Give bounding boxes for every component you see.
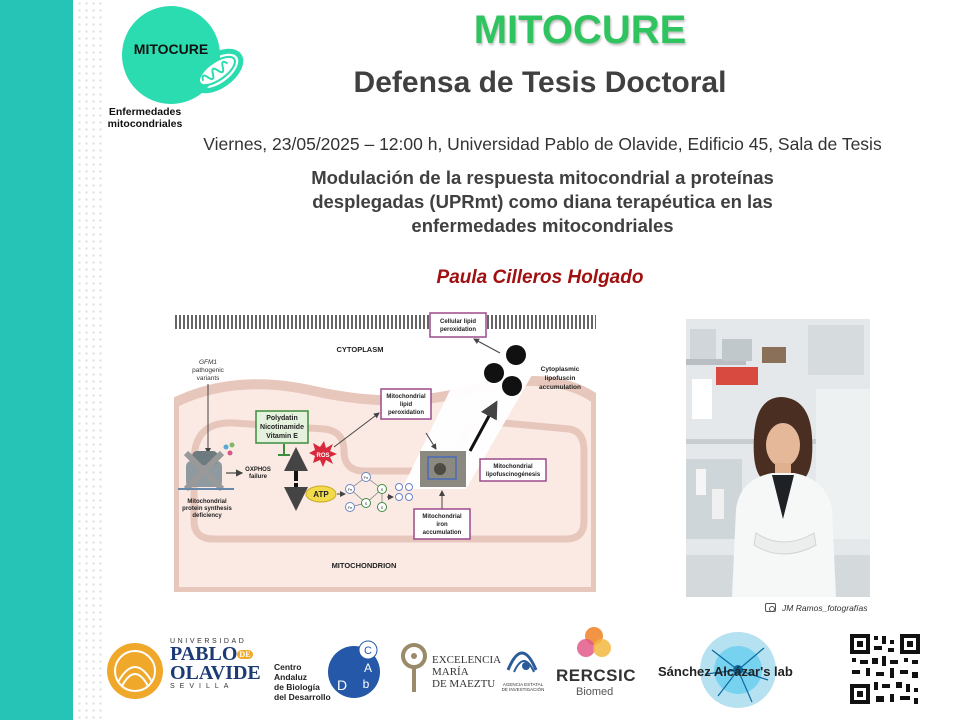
rercsic-flower-icon	[577, 627, 611, 657]
mitochondrion-label: MITOCHONDRION	[332, 561, 397, 570]
atp-label: ATP	[313, 490, 329, 499]
neuron-lab-icon	[700, 632, 776, 708]
cell-lipid-1: Cellular lipid	[440, 319, 476, 325]
event-dateline: Viernes, 23/05/2025 – 12:00 h, Universid…	[203, 134, 882, 154]
qr-code-icon[interactable]	[848, 632, 922, 706]
lipid-perox-2: lipid	[400, 402, 413, 408]
lipofuscinogenesis-box	[479, 458, 547, 482]
cabd-text: Centro Andaluz de Biología del Desarroll…	[274, 662, 331, 702]
cell-lipid-2: peroxidation	[440, 327, 476, 333]
iron-label-1: Mitochondrial	[422, 514, 462, 520]
treatment-vitamin-e: Vitamin E	[266, 433, 298, 440]
ros-label: ROS	[316, 453, 329, 459]
maeztu-line-2: MARÍA	[432, 666, 469, 678]
biomed-text: Biomed	[576, 686, 614, 698]
treatment-box	[255, 410, 309, 444]
dot-pattern	[76, 0, 106, 720]
iron-dots	[395, 483, 413, 501]
upo-pablo: PABLO	[170, 643, 238, 665]
cyto-lipo-3: accumulation	[539, 384, 581, 391]
cell-membrane	[174, 315, 596, 329]
fe-node: Fe	[348, 505, 353, 510]
s-node: S	[381, 505, 384, 510]
iron-label-2: iron	[436, 522, 448, 528]
fe-node: Fe	[348, 487, 353, 492]
upo-city-text: SEVILLA	[170, 683, 234, 690]
upo-seal-icon	[107, 643, 163, 699]
aei-logo-icon	[506, 651, 538, 673]
rercsic-text: RERCSIC	[556, 666, 637, 685]
gfm1-label-3: variants	[197, 375, 221, 382]
photo-credit: JM Ramos_fotografías	[782, 603, 868, 613]
upo-de: DE	[237, 650, 253, 659]
s-node: S	[365, 501, 368, 506]
fe-node: Fe	[364, 475, 369, 480]
maeztu-icon	[401, 643, 427, 692]
mitocure-logo-circle	[122, 6, 220, 104]
lipofuscin-granules	[484, 345, 526, 396]
deficiency-label-2: protein synthesis	[182, 506, 232, 512]
cellular-lipid-peroxidation-box	[429, 312, 487, 338]
logo-sub-line-1: Enfermedades	[108, 106, 182, 118]
camera-icon	[765, 603, 776, 612]
mitocure-logo-subtitle: Enfermedades mitocondriales	[100, 106, 190, 130]
s-node: S	[381, 487, 384, 492]
aei-text: AGENCIA ESTATAL DE INVESTIGACIÓN	[501, 682, 545, 692]
cabd-line-1: Centro	[274, 662, 302, 672]
ribosome-blocked-icon	[178, 442, 235, 492]
cabd-line-3: de Biología	[274, 682, 320, 692]
page-subtitle: Defensa de Tesis Doctoral	[353, 66, 727, 99]
ros-burst	[309, 441, 337, 467]
treatment-nicotinamide: Nicotinamide	[260, 424, 304, 431]
oxphos-label-2: failure	[249, 474, 268, 480]
page-title: MITOCURE	[473, 8, 687, 52]
mitochondrion-icon	[190, 48, 244, 94]
treatment-polydatin: Polydatin	[266, 415, 298, 422]
lab-name: Sánchez Alcázar's lab	[658, 664, 793, 679]
thesis-title-line-1: Modulación de la respuesta mitocondrial …	[311, 167, 774, 188]
thesis-title-line-2: desplegadas (UPRmt) como diana terapéuti…	[312, 191, 773, 212]
lipid-perox-1: Mitochondrial	[386, 394, 426, 400]
cabd-a: A	[364, 661, 372, 675]
lipofus-1: Mitochondrial	[493, 464, 533, 470]
maeztu-text: EXCELENCIA MARÍA DE MAEZTU	[432, 654, 501, 690]
mitocure-logo-text: MITOCURE	[133, 41, 209, 57]
author-name: Paula Cilleros Holgado	[436, 267, 644, 288]
cytoplasm-label: CYTOPLASM	[337, 345, 384, 354]
fe-s-cluster-network: Fe Fe S S Fe S	[345, 472, 387, 512]
upo-top-text: UNIVERSIDAD	[170, 638, 247, 645]
deficiency-label-3: deficiency	[192, 513, 222, 519]
thesis-title: Modulación de la respuesta mitocondrial …	[215, 166, 870, 238]
upo-olavide: OLAVIDE	[170, 662, 261, 684]
deficiency-label-1: Mitochondrial	[187, 499, 227, 505]
atp-pill	[305, 485, 337, 503]
cyto-lipo-2: lipofuscin	[545, 375, 576, 382]
cabd-d: D	[337, 677, 347, 693]
iron-label-3: accumulation	[423, 530, 462, 536]
maeztu-line-3: DE MAEZTU	[432, 678, 496, 690]
maeztu-line-1: EXCELENCIA	[432, 654, 502, 666]
cabd-line-4: del Desarrollo	[274, 692, 331, 702]
thesis-title-line-3: enfermedades mitocondriales	[411, 215, 674, 236]
gfm1-label-2: pathogenic	[192, 367, 225, 374]
gfm1-label: GFM1	[199, 359, 217, 366]
author-photo	[686, 319, 870, 597]
cyto-lipo-1: Cytoplasmic	[541, 366, 580, 373]
side-accent-bar	[0, 0, 73, 720]
cabd-logo-icon: C A b D	[328, 640, 380, 698]
cabd-line-2: Andaluz	[274, 672, 308, 682]
lipofus-2: lipofuscinogénesis	[486, 472, 541, 478]
oxphos-label-1: OXPHOS	[245, 467, 271, 473]
cabd-c: C	[364, 645, 372, 657]
logo-sub-line-2: mitocondriales	[107, 118, 183, 130]
cabd-b: b	[363, 677, 370, 691]
mitochondria-pathway-diagram: CYTOPLASM MITOCHONDRION GFM1 pathogenic …	[169, 311, 601, 597]
lipid-peroxidation-box	[380, 388, 432, 420]
iron-accumulation-box	[413, 508, 471, 540]
lipid-perox-3: peroxidation	[388, 410, 424, 416]
